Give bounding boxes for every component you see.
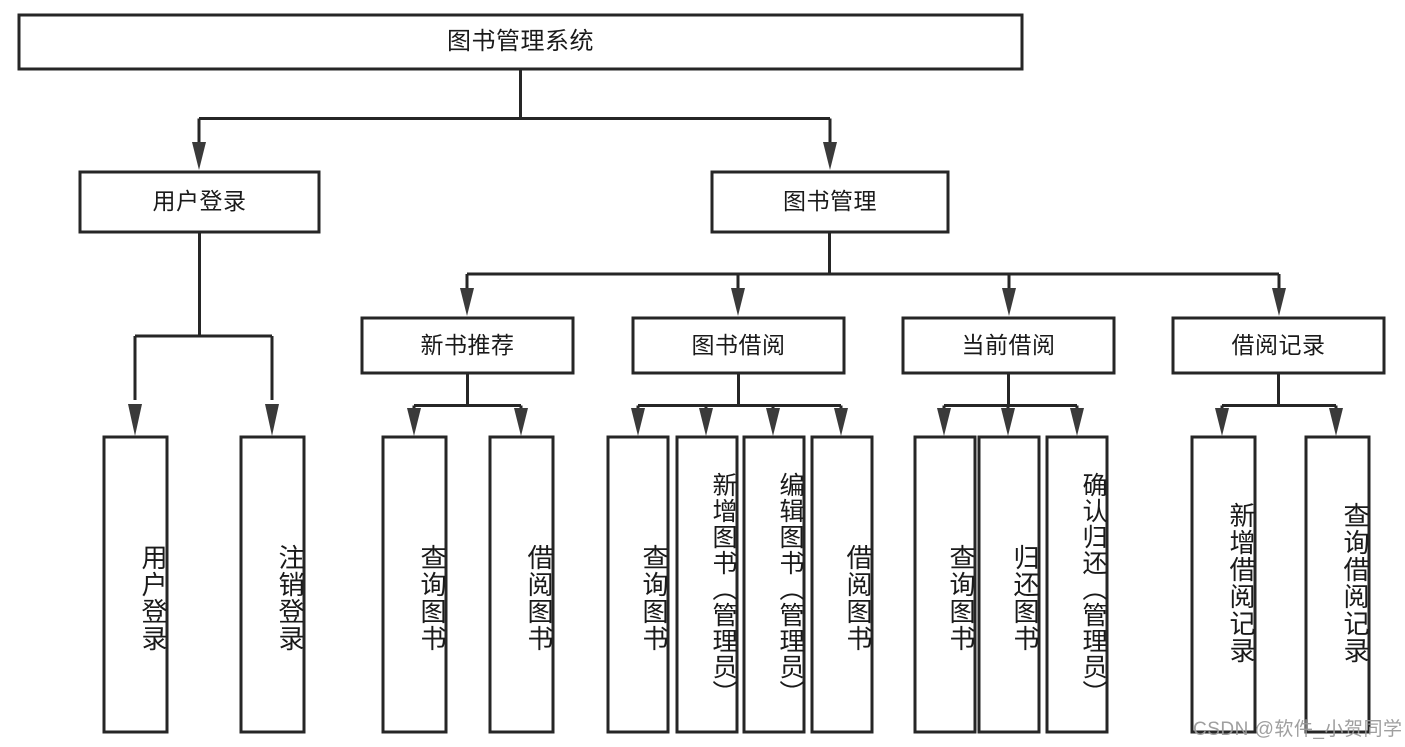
- node-leaf-query-book-2[interactable]: [606, 435, 670, 734]
- arrowhead-book-borrow: [731, 288, 745, 316]
- node-leaf-logout-login[interactable]: [239, 435, 306, 734]
- arrowhead-borrow-record: [1272, 288, 1286, 316]
- node-book-borrow[interactable]: [631, 316, 846, 375]
- arrowhead-leaf-query-book-3: [937, 408, 951, 436]
- node-leaf-query-book-3[interactable]: [913, 435, 977, 734]
- arrowhead-leaf-edit-book: [766, 408, 780, 436]
- arrowhead-leaf-borrow-book-1: [514, 408, 528, 436]
- node-borrow-record[interactable]: [1171, 316, 1386, 375]
- node-new-book-recommend[interactable]: [360, 316, 575, 375]
- arrowhead-new-book-recommend: [460, 288, 474, 316]
- node-leaf-confirm-return[interactable]: [1045, 435, 1109, 734]
- arrowhead-current-borrow: [1002, 288, 1016, 316]
- node-leaf-add-record[interactable]: [1190, 435, 1257, 734]
- arrowhead-leaf-query-book-1: [407, 408, 421, 436]
- node-current-borrow[interactable]: [901, 316, 1116, 375]
- arrowhead-leaf-return-book: [1001, 408, 1015, 436]
- arrowhead-user-login: [192, 142, 206, 170]
- arrowhead-leaf-logout-login: [265, 404, 279, 436]
- node-leaf-borrow-book-1[interactable]: [488, 435, 555, 734]
- node-leaf-return-book[interactable]: [977, 435, 1041, 734]
- node-root-book-management-system[interactable]: [17, 13, 1024, 71]
- arrowhead-book-management: [823, 142, 837, 170]
- node-leaf-user-login[interactable]: [102, 435, 169, 734]
- node-leaf-edit-book[interactable]: [742, 435, 806, 734]
- arrowhead-leaf-confirm-return: [1070, 408, 1084, 436]
- node-leaf-query-record[interactable]: [1304, 435, 1371, 734]
- node-user-login[interactable]: [78, 170, 321, 234]
- node-leaf-query-book-1[interactable]: [381, 435, 448, 734]
- node-leaf-borrow-book-2[interactable]: [810, 435, 874, 734]
- arrowhead-leaf-add-record: [1215, 408, 1229, 436]
- arrowhead-leaf-borrow-book-2: [834, 408, 848, 436]
- arrowhead-leaf-query-record: [1329, 408, 1343, 436]
- node-leaf-add-book[interactable]: [675, 435, 739, 734]
- csdn-watermark: CSDN @软件_小贺同学: [1193, 719, 1403, 740]
- arrowhead-leaf-query-book-2: [631, 408, 645, 436]
- node-book-management[interactable]: [710, 170, 950, 234]
- arrowhead-leaf-user-login: [128, 404, 142, 436]
- arrowhead-leaf-add-book: [699, 408, 713, 436]
